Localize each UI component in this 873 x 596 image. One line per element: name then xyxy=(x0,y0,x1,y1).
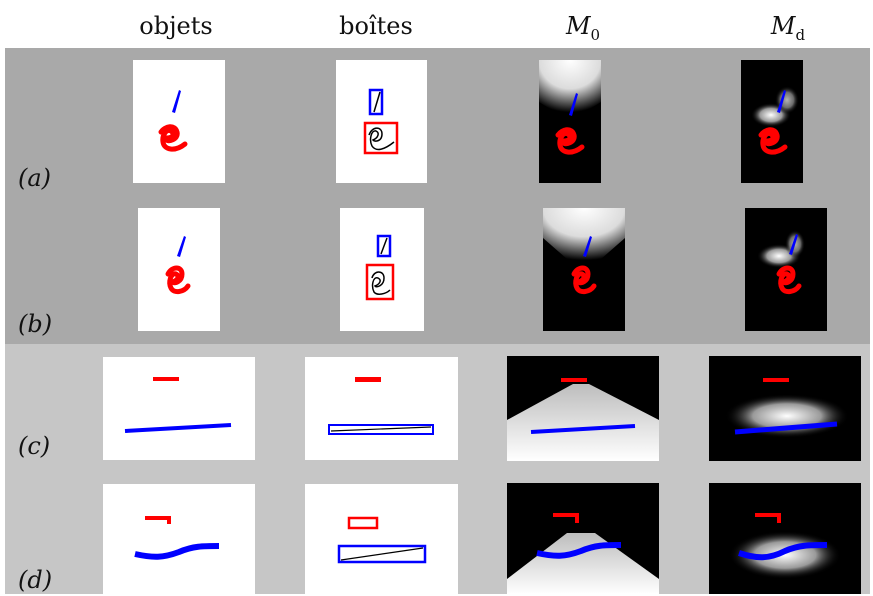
header-m0: M0 xyxy=(503,12,663,44)
header-md-symbol: M xyxy=(770,12,796,40)
cell-b-boites xyxy=(340,208,424,331)
cell-c-m0 xyxy=(507,356,659,461)
cell-b-objets xyxy=(138,208,220,331)
header-m0-sub: 0 xyxy=(590,25,601,44)
cell-a-objets xyxy=(133,60,225,183)
cell-b-m0 xyxy=(543,208,625,331)
cell-b-md xyxy=(745,208,827,331)
row-label-a: (a) xyxy=(18,164,52,192)
bounding-box-blue xyxy=(368,88,384,116)
cell-d-objets xyxy=(103,484,255,594)
row-label-b: (b) xyxy=(18,310,53,338)
header-md-sub: d xyxy=(795,25,806,44)
header-boites: boîtes xyxy=(339,12,413,40)
header-objets: objets xyxy=(139,12,213,40)
cell-a-m0 xyxy=(539,60,601,183)
cell-a-md xyxy=(741,60,803,183)
header-m0-symbol: M xyxy=(565,12,591,40)
cell-c-md xyxy=(709,356,861,461)
bounding-box-red xyxy=(363,121,399,155)
letter-e xyxy=(158,124,188,152)
cell-d-md xyxy=(709,483,861,594)
cell-a-boites xyxy=(336,60,427,183)
cell-c-objets xyxy=(103,357,255,460)
visibility-map-m0 xyxy=(539,60,601,118)
cell-d-m0 xyxy=(507,483,659,594)
row-label-d: (d) xyxy=(18,566,53,594)
cell-d-boites xyxy=(305,484,458,594)
accent-stroke xyxy=(172,90,181,113)
cell-c-boites xyxy=(305,357,458,460)
row-label-c: (c) xyxy=(18,432,51,460)
header-md: Md xyxy=(708,12,868,44)
